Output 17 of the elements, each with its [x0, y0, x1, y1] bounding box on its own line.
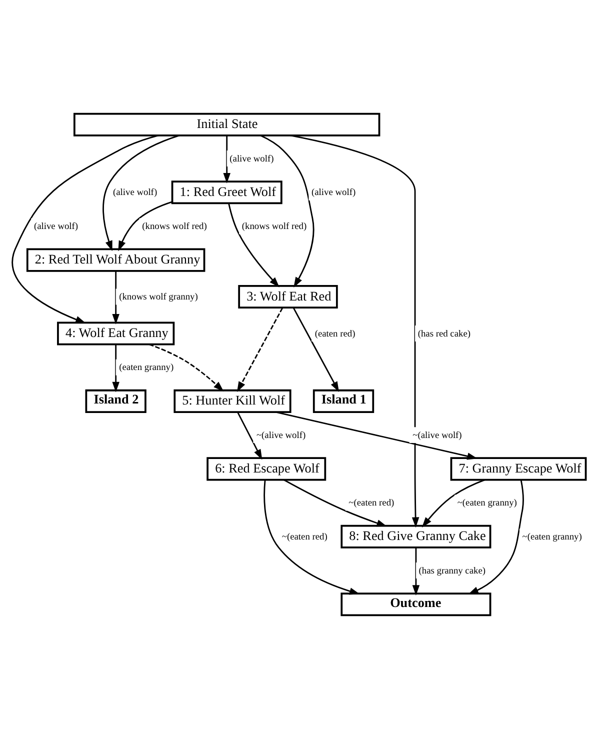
edge-label: (alive wolf)	[34, 222, 78, 232]
edge-label: (alive wolf)	[312, 188, 356, 198]
edge-label: (alive wolf)	[113, 188, 158, 198]
edge-label: (eaten granny)	[119, 363, 174, 374]
edge-label: ~(alive wolf)	[256, 430, 306, 441]
edge-label: (knows wolf granny)	[119, 292, 198, 303]
edge-label: (knows wolf red)	[242, 222, 307, 232]
edge-label: (alive wolf)	[230, 154, 274, 164]
edge-label: (knows wolf red)	[142, 222, 207, 232]
edge-label: (has red cake)	[418, 329, 471, 340]
edge-label: (has granny cake)	[418, 566, 486, 576]
edge-label: ~(eaten red)	[348, 498, 394, 509]
edge-label: ~(eaten granny)	[522, 532, 582, 542]
edge-label: (eaten red)	[314, 329, 356, 340]
edge-label: ~(eaten red)	[282, 532, 328, 542]
edge-label: ~(eaten granny)	[457, 498, 517, 509]
edge-label: ~(alive wolf)	[412, 430, 462, 441]
